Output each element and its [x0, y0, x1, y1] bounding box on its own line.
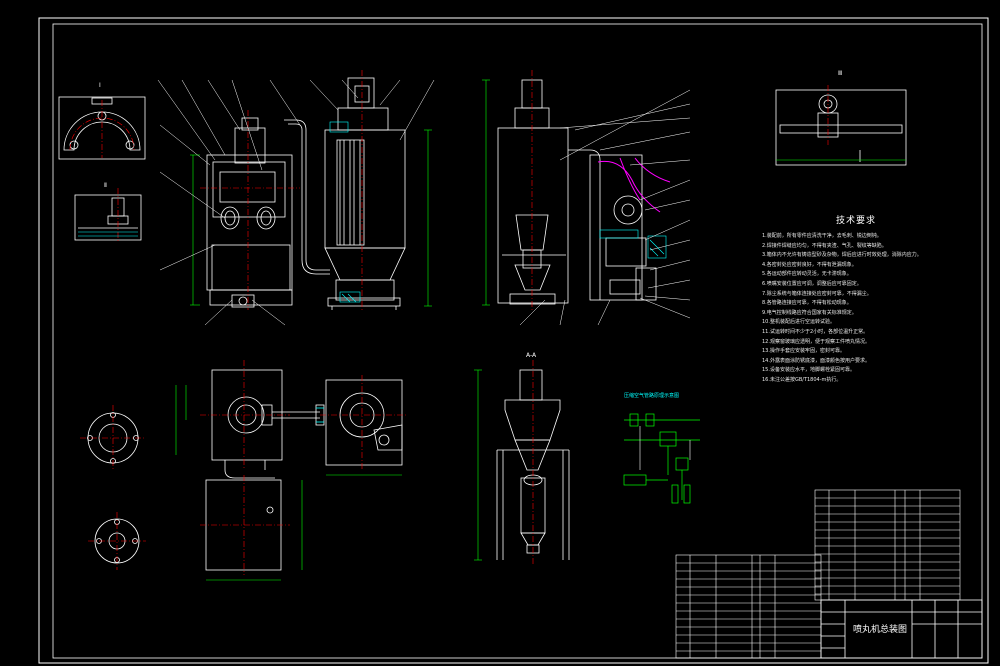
- front-view-centerlines: [200, 110, 300, 310]
- technical-requirements-title: 技术要求: [836, 216, 877, 226]
- plan-view-centerlines: [200, 360, 408, 575]
- detail-iii: [775, 89, 907, 166]
- section-view-dimensions: [482, 79, 490, 306]
- note-item: 2.焊接件焊缝应均匀，不得有夹渣、气孔、裂纹等缺陷。: [762, 242, 887, 249]
- section-view-hoses: [597, 157, 671, 213]
- side-view-dimensions: [424, 129, 432, 307]
- title-block: [820, 599, 983, 659]
- pneumatic-schematic-lines: [639, 426, 691, 470]
- note-item: 12.观察窗玻璃应透明，便于观察工件喷丸情况。: [762, 338, 870, 345]
- note-item: 9.电气控制线路应符合国家有关标准规定。: [762, 309, 857, 316]
- note-item: 11.试运转时间不少于2小时，各部位温升正常。: [762, 328, 869, 335]
- inner-border: [52, 23, 983, 659]
- flange-detail-lower-centerlines: [88, 512, 146, 570]
- plan-view: [205, 369, 403, 571]
- note-item: 3.箱体内不允许有铸造型砂及杂物，焊后应进行时效处理，消除内应力。: [762, 252, 922, 259]
- side-view-leaders: [309, 79, 435, 141]
- note-item: 14.外露表面涂防锈底漆，面漆颜色按用户要求。: [762, 357, 870, 364]
- section-view: [497, 79, 657, 305]
- detail-i-mark: Ⅰ: [99, 82, 101, 89]
- note-item: 5.各运动部件应转动灵活，无卡滞现象。: [762, 271, 852, 278]
- note-item: 4.各密封处应密封良好，不得有泄漏现象。: [762, 261, 857, 268]
- section-view-leaders: [519, 89, 691, 326]
- parts-list-lower: [675, 554, 822, 659]
- flange-detail-upper-centerlines: [80, 405, 146, 471]
- note-item: 7.除尘系统与箱体连接处应密封可靠，不得漏尘。: [762, 290, 872, 297]
- outer-border: [38, 17, 989, 664]
- section-a-a-mark: A-A: [526, 352, 537, 359]
- section-view-hatch: [599, 229, 667, 259]
- side-view-hatch: [329, 121, 361, 303]
- detail-i-centerlines: [69, 100, 135, 158]
- note-item: 13.操作手套应安装牢固，密封可靠。: [762, 348, 845, 355]
- note-item: 8.各管路连接应可靠，不得有松动现象。: [762, 300, 852, 307]
- front-view-dimensions: [190, 154, 200, 306]
- pneumatic-schematic: [623, 413, 700, 504]
- front-view-leaders: [157, 79, 301, 326]
- front-view: [206, 117, 330, 308]
- section-a-a-dimensions: [474, 369, 482, 561]
- pneumatic-schematic-title: 压缩空气管路原理示意图: [624, 393, 680, 399]
- plan-view-dimensions: [175, 385, 402, 581]
- detail-ii: [74, 194, 142, 241]
- detail-ii-hatch: [78, 231, 138, 237]
- note-item: 6.喷嘴安装位置应可调，调整后应可靠固定。: [762, 280, 862, 287]
- note-item: 15.设备安装应水平，地脚螺栓紧固可靠。: [762, 367, 855, 374]
- technical-requirements-list: 1.装配前，所有零件应清洗干净，去毛刺、锐边倒钝。 2.焊接件焊缝应均匀，不得有…: [762, 232, 982, 386]
- note-item: 1.装配前，所有零件应清洗干净，去毛刺、锐边倒钝。: [762, 233, 882, 239]
- note-item: 16.未注公差按GB/T1804-m执行。: [762, 376, 842, 383]
- detail-ii-mark: Ⅱ: [104, 182, 107, 189]
- drawing-title: 喷丸机总装图: [853, 625, 908, 635]
- side-view: [324, 77, 406, 310]
- note-item: 10.整机装配后进行空运转试验。: [762, 319, 835, 326]
- detail-iii-mark: Ⅲ: [838, 70, 843, 77]
- parts-list-upper: [814, 489, 961, 601]
- plan-view-hatch: [316, 407, 324, 423]
